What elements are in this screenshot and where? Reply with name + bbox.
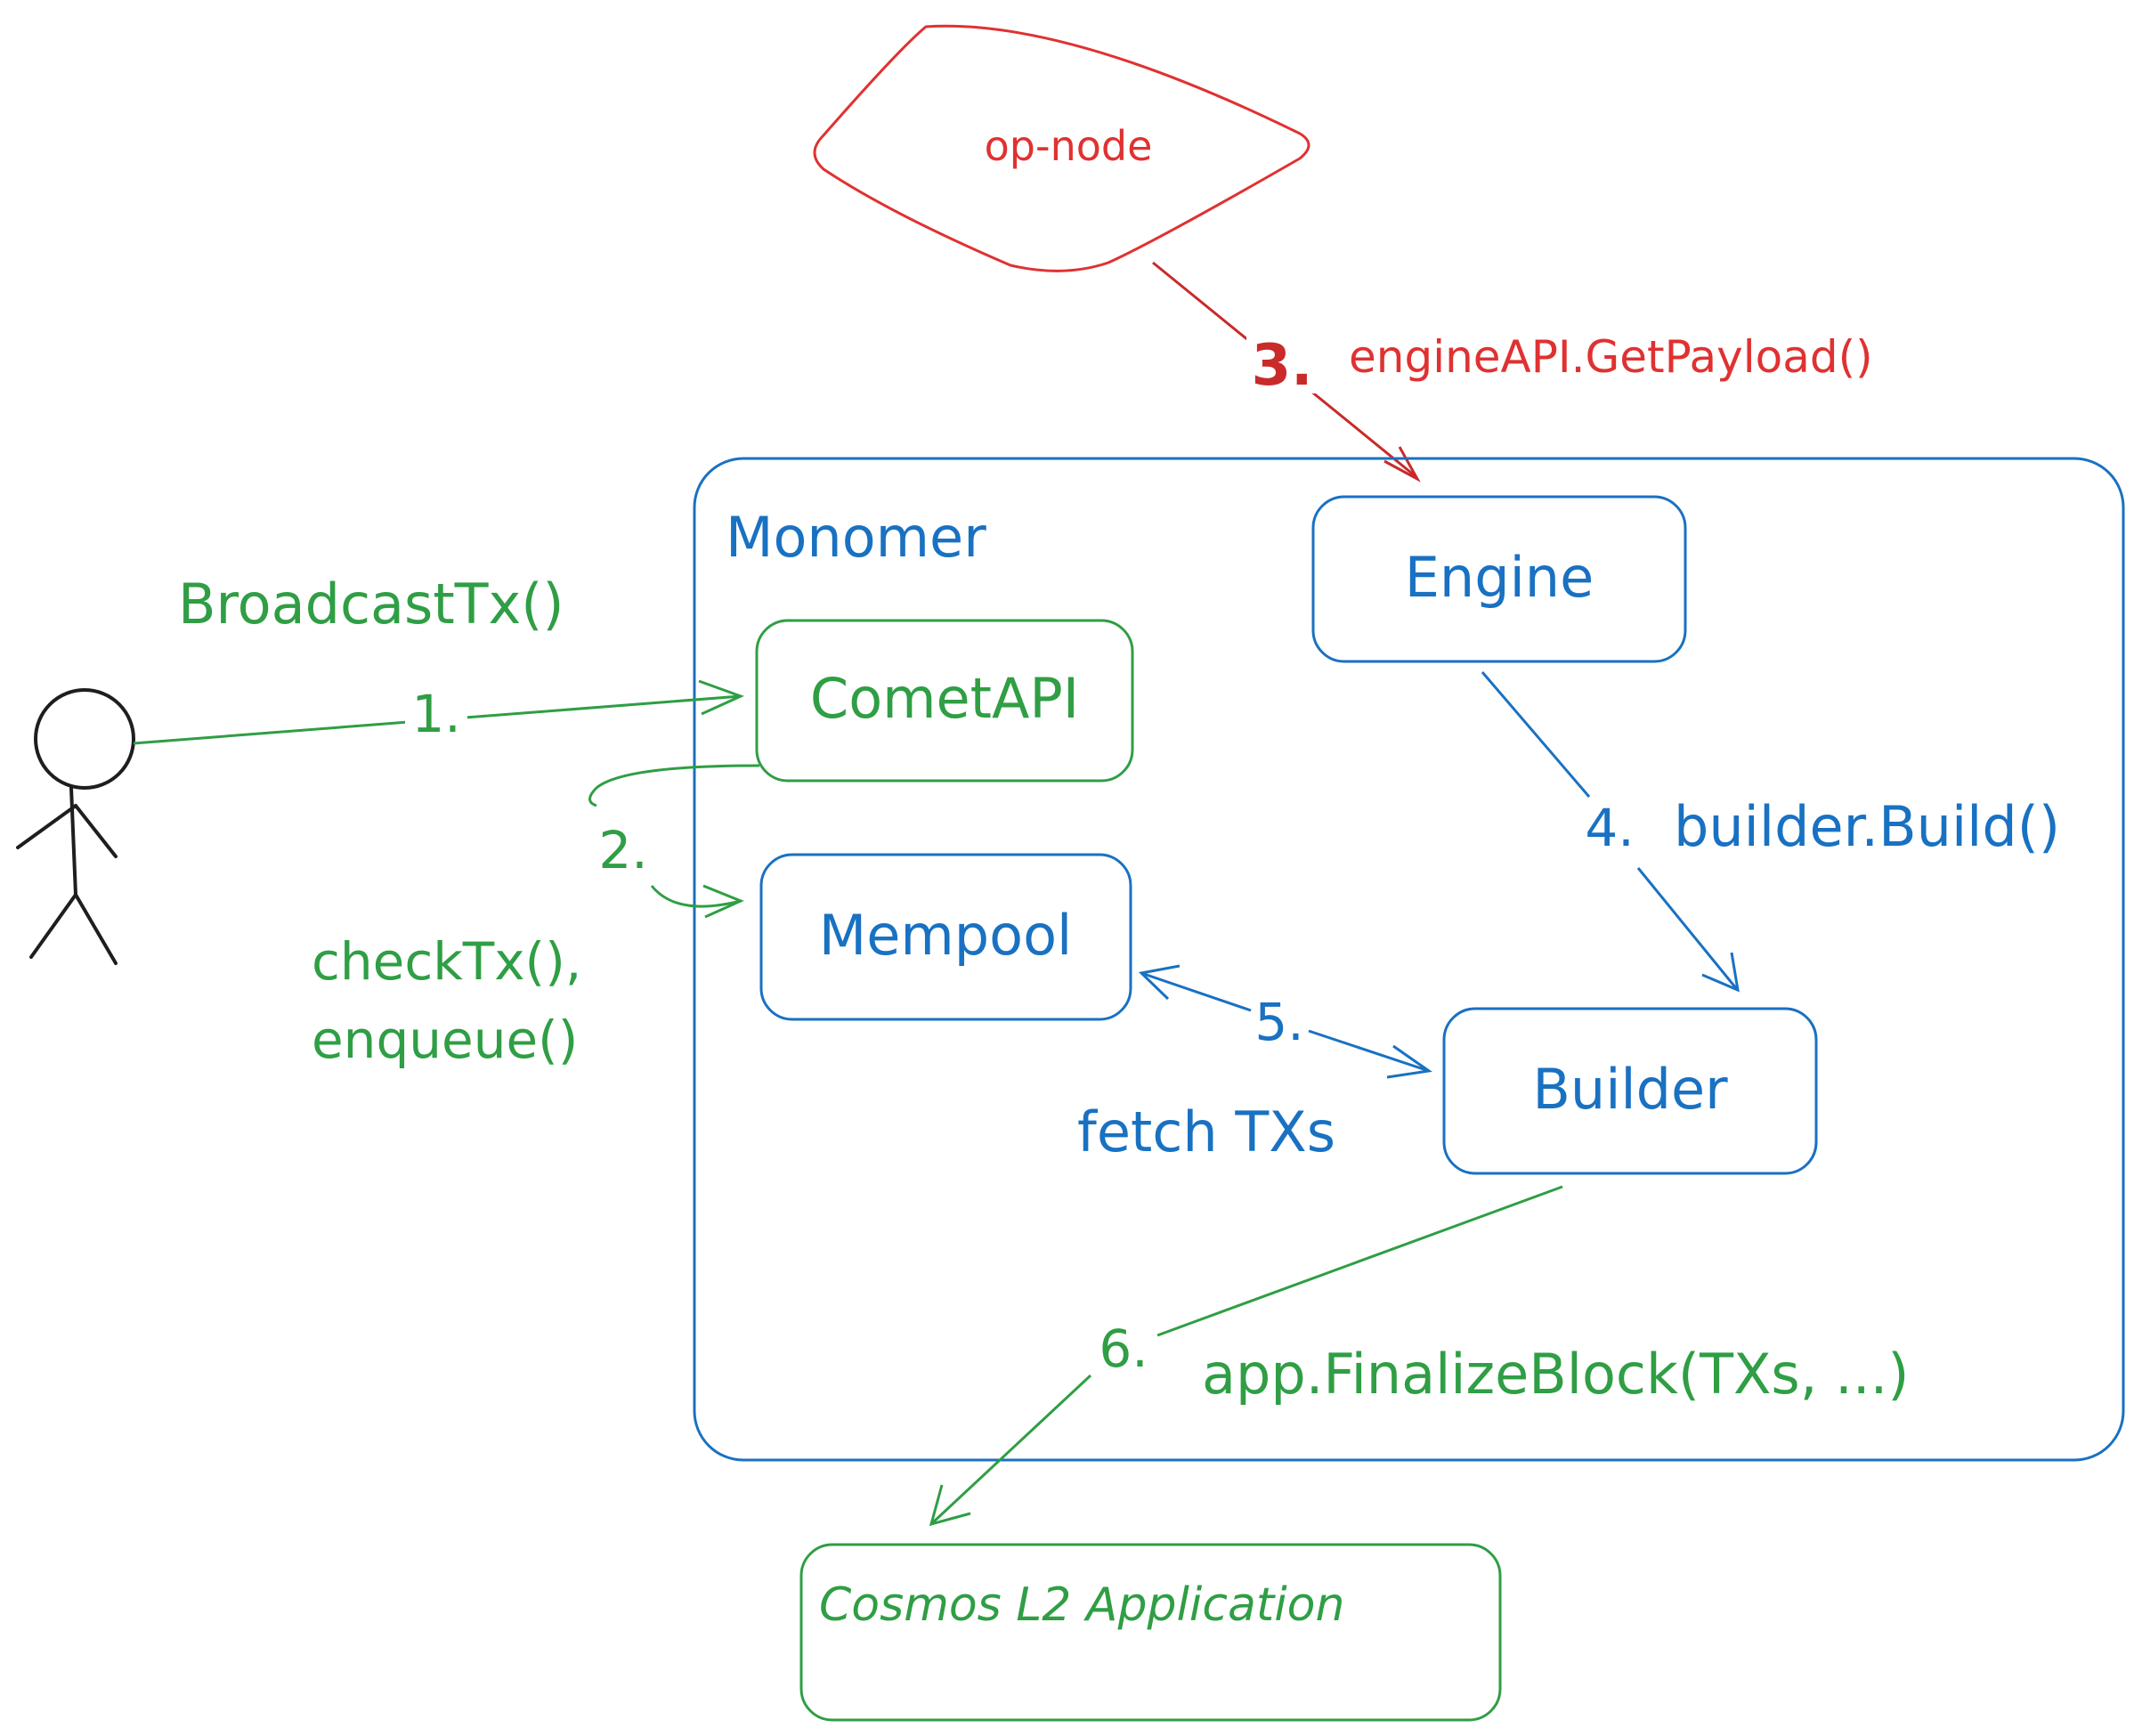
step3-number: 3. xyxy=(1252,333,1313,399)
mempool-label: Mempool xyxy=(819,903,1072,968)
mempool-box[interactable] xyxy=(759,853,1132,1021)
arrow-5-left xyxy=(1140,971,1252,1012)
cosmos-app-box[interactable] xyxy=(799,1543,1502,1722)
engine-label: Engine xyxy=(1405,545,1594,610)
step1-number: 1. xyxy=(411,684,460,744)
arrow-4-head xyxy=(1701,952,1740,993)
engine-box[interactable] xyxy=(1311,495,1687,663)
arrow-4-top xyxy=(1481,671,1591,798)
step6-call: app.FinalizeBlock(TXs, ...) xyxy=(1202,1342,1909,1407)
stick-figure-icon xyxy=(16,688,135,965)
arrow-5-head-right xyxy=(1386,1044,1432,1079)
arrow-2-head xyxy=(702,884,744,919)
monomer-title: Monomer xyxy=(726,505,986,570)
arrow-1-label-bg xyxy=(405,681,467,734)
builder-box[interactable] xyxy=(1442,1007,1818,1175)
arrow-4-bottom xyxy=(1636,867,1738,989)
arrow-6-top xyxy=(1156,1185,1563,1337)
step2-number: 2. xyxy=(598,820,647,880)
broadcast-label: BroadcastTx() xyxy=(178,572,564,637)
arrow-2 xyxy=(588,764,760,807)
step4-number: 4. xyxy=(1585,798,1634,858)
monomer-container xyxy=(693,457,2125,1462)
op-node-diamond[interactable] xyxy=(813,24,1310,272)
step5-call: fetch TXs xyxy=(1077,1099,1335,1164)
arrow-5-head-left xyxy=(1138,964,1181,1001)
step6-number: 6. xyxy=(1099,1318,1148,1379)
step2-call-a: checkTx(), xyxy=(312,931,581,992)
op-node-label: op-node xyxy=(985,122,1153,170)
builder-label: Builder xyxy=(1532,1057,1728,1122)
cosmos-app-label: Cosmos L2 Application xyxy=(819,1578,1344,1632)
step4-call: builder.Build() xyxy=(1674,794,2060,859)
arrow-3-label-bg xyxy=(1246,331,1318,393)
step5-number: 5. xyxy=(1254,992,1303,1052)
step3-call: engineAPI.GetPayload() xyxy=(1349,331,1873,383)
step2-call-b: enqueue() xyxy=(312,1010,578,1070)
comet-api-label: CometAPI xyxy=(810,666,1079,731)
arrow-1-head xyxy=(698,679,744,716)
comet-api-box[interactable] xyxy=(755,619,1134,783)
arrow-2-lower xyxy=(650,885,742,908)
arrow-6-head xyxy=(929,1484,971,1527)
arrow-5-right xyxy=(1308,1029,1430,1073)
arrow-6-bottom xyxy=(931,1374,1092,1524)
